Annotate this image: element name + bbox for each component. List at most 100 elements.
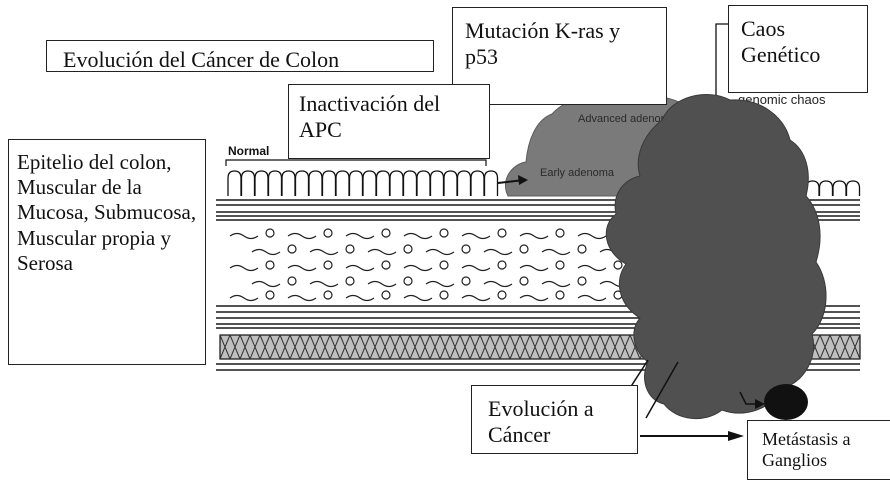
cell-nucleus xyxy=(382,261,390,269)
fiber xyxy=(462,234,490,239)
early-adenoma-label: Early adenoma xyxy=(540,167,615,179)
cell-nucleus xyxy=(498,261,506,269)
fiber xyxy=(462,266,490,271)
fiber xyxy=(346,266,374,271)
cell-nucleus xyxy=(288,277,296,285)
fiber xyxy=(484,250,512,255)
crypt-cell xyxy=(471,171,484,196)
fiber xyxy=(542,250,570,255)
fiber xyxy=(404,234,432,239)
fiber xyxy=(404,266,432,271)
crypt-cell xyxy=(242,171,255,196)
fiber xyxy=(346,296,374,301)
cell-nucleus xyxy=(346,245,354,253)
cell-nucleus xyxy=(324,229,332,237)
fiber xyxy=(368,282,396,287)
cell-nucleus xyxy=(578,245,586,253)
crypt-cell xyxy=(296,171,309,196)
arrow-to-metastasis xyxy=(640,431,744,441)
genetic-chaos-label: Caos Genético xyxy=(728,5,868,93)
cell-nucleus xyxy=(498,291,506,299)
cell-nucleus xyxy=(266,261,274,269)
crypt-cell xyxy=(390,171,403,196)
normal-bracket xyxy=(226,160,486,166)
fiber xyxy=(426,282,454,287)
cell-nucleus xyxy=(440,261,448,269)
fiber xyxy=(462,296,490,301)
fiber xyxy=(520,234,548,239)
crypt-cell xyxy=(350,171,363,196)
crypt-cell xyxy=(458,171,471,196)
crypt-cell xyxy=(833,181,846,196)
cell-nucleus xyxy=(266,291,274,299)
apc-inactivation-label: Inactivación del APC xyxy=(288,84,490,159)
crypt-cell xyxy=(269,171,282,196)
cell-nucleus xyxy=(498,229,506,237)
crypt-cell xyxy=(417,171,430,196)
fiber xyxy=(310,250,338,255)
fiber xyxy=(346,234,374,239)
crypt-cell xyxy=(228,171,241,196)
crypt-cell xyxy=(377,171,390,196)
fiber xyxy=(288,296,316,301)
cell-nucleus xyxy=(520,245,528,253)
fiber xyxy=(578,296,606,301)
cell-nucleus xyxy=(266,229,274,237)
normal-label: Normal xyxy=(228,144,269,158)
cell-nucleus xyxy=(462,277,470,285)
fiber xyxy=(578,266,606,271)
crypt-cell xyxy=(309,171,322,196)
fiber xyxy=(426,250,454,255)
fiber xyxy=(230,266,258,271)
crypt-cell xyxy=(847,181,860,196)
crypt-cell xyxy=(404,171,417,196)
cell-nucleus xyxy=(556,229,564,237)
fiber xyxy=(230,234,258,239)
fiber xyxy=(252,250,280,255)
cell-nucleus xyxy=(614,261,622,269)
fiber xyxy=(288,266,316,271)
metastasis-label: Metástasis a Ganglios xyxy=(747,420,890,480)
cell-nucleus xyxy=(382,229,390,237)
diagram-title: Evolución del Cáncer de Colon xyxy=(46,40,434,72)
fiber xyxy=(368,250,396,255)
fiber xyxy=(578,234,606,239)
cell-nucleus xyxy=(404,277,412,285)
crypt-cell xyxy=(323,171,336,196)
cell-nucleus xyxy=(382,291,390,299)
right-epithelium xyxy=(806,181,860,196)
lymph-node-metastasis xyxy=(764,384,808,420)
cell-nucleus xyxy=(346,277,354,285)
cell-nucleus xyxy=(404,245,412,253)
fiber xyxy=(288,234,316,239)
crypt-cell xyxy=(444,171,457,196)
fiber xyxy=(252,282,280,287)
fiber xyxy=(230,296,258,301)
crypt-cell xyxy=(485,171,498,196)
fiber xyxy=(520,266,548,271)
cell-nucleus xyxy=(324,291,332,299)
cell-nucleus xyxy=(520,277,528,285)
crypt-cell xyxy=(820,181,833,196)
cell-nucleus xyxy=(462,245,470,253)
fiber xyxy=(484,282,512,287)
cell-nucleus xyxy=(556,261,564,269)
normal-epithelium xyxy=(228,171,498,196)
cell-nucleus xyxy=(578,277,586,285)
crypt-cell xyxy=(336,171,349,196)
cell-nucleus xyxy=(440,229,448,237)
colon-layers-label: Epitelio del colon, Muscular de la Mucos… xyxy=(8,139,206,365)
fiber xyxy=(520,296,548,301)
cell-nucleus xyxy=(556,291,564,299)
crypt-cell xyxy=(431,171,444,196)
crypt-cell xyxy=(282,171,295,196)
cell-nucleus xyxy=(440,291,448,299)
cell-nucleus xyxy=(288,245,296,253)
cancer-evolution-label: Evolución a Cáncer xyxy=(471,385,638,454)
fiber xyxy=(404,296,432,301)
crypt-cell xyxy=(363,171,376,196)
fiber xyxy=(310,282,338,287)
fiber xyxy=(542,282,570,287)
cell-nucleus xyxy=(324,261,332,269)
crypt-cell xyxy=(255,171,268,196)
